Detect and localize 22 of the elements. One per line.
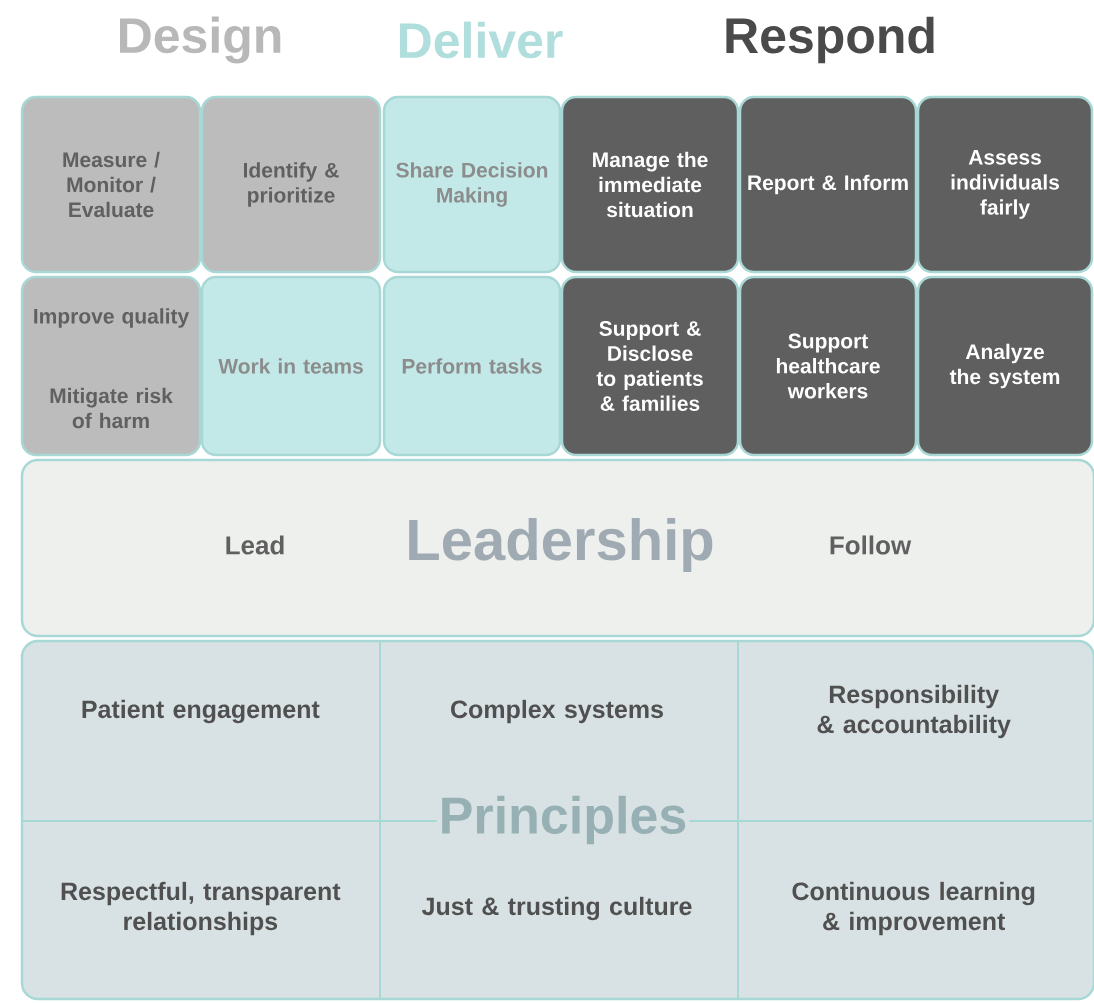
column-heading: Respond bbox=[726, 16, 934, 64]
principle-cell: Continuous learning & improvement bbox=[792, 881, 1035, 936]
puzzle-piece: Report & Inform bbox=[738, 95, 918, 274]
puzzle-piece: Support healthcare workers bbox=[738, 275, 918, 457]
principle-cell: Just & trusting culture bbox=[421, 896, 692, 921]
principle-cell: Responsibility & accountability bbox=[817, 684, 1011, 739]
puzzle-piece: Analyze the system bbox=[916, 275, 1094, 457]
leadership-band: Lead Leadership Follow bbox=[20, 458, 1094, 638]
puzzle-piece: Perform tasks bbox=[382, 275, 562, 457]
puzzle-piece: Measure / Monitor / Evaluate bbox=[20, 95, 202, 274]
principle-cell: Complex systems bbox=[451, 699, 663, 724]
puzzle-piece: Assess individuals fairly bbox=[916, 95, 1094, 274]
puzzle-piece: Improve quality Mitigate risk of harm bbox=[20, 275, 202, 457]
column-heading: Deliver bbox=[399, 21, 563, 59]
puzzle-piece: Manage the immediate situation bbox=[560, 95, 740, 274]
puzzle-piece: Identify & prioritize bbox=[200, 95, 382, 274]
principle-cell: Patient engagement bbox=[82, 699, 320, 724]
puzzle-piece: Share Decision Making bbox=[382, 95, 562, 274]
column-heading: Design bbox=[120, 16, 281, 64]
puzzle-piece: Support & Disclose to patients & families bbox=[560, 275, 740, 457]
puzzle-piece: Work in teams bbox=[200, 275, 382, 457]
principle-cell: Respectful, transparent relationships bbox=[61, 881, 341, 936]
